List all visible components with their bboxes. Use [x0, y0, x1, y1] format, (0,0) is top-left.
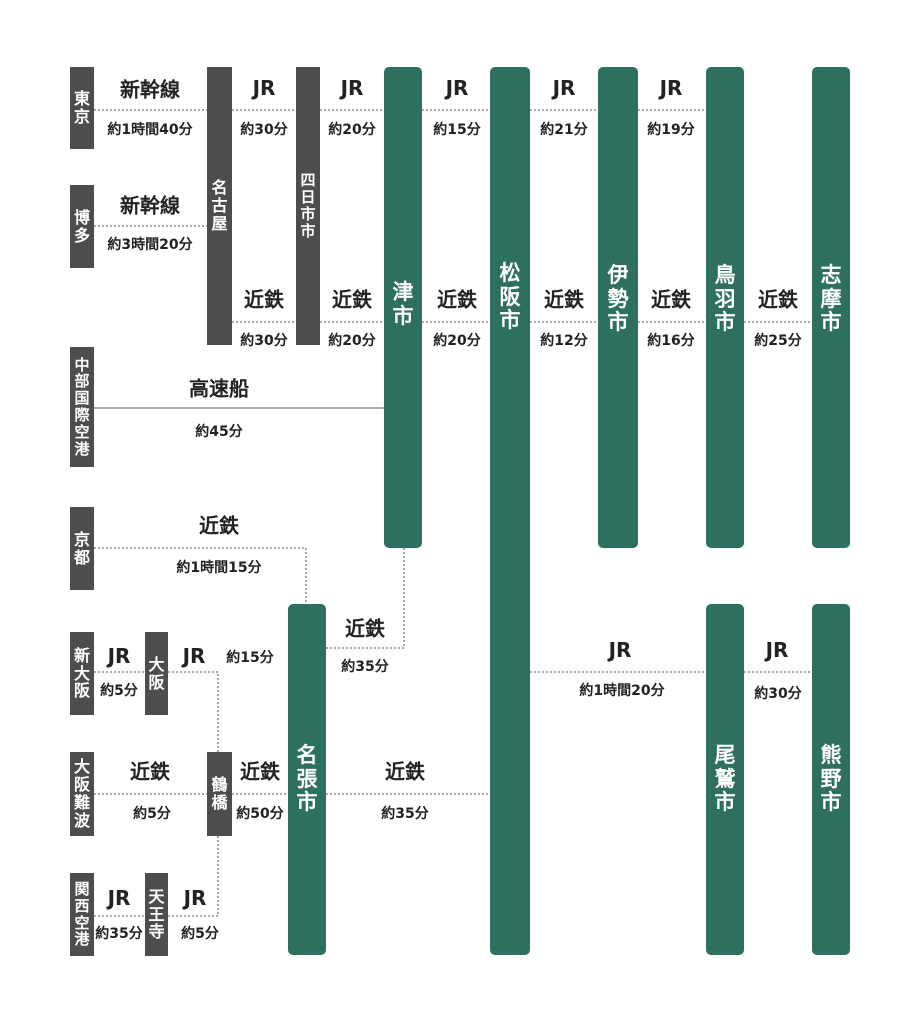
route-time-tsu-matsusaka-kintetsu: 約20分 [433, 333, 481, 349]
station-nagoya[interactable]: 名古屋名古屋 [207, 67, 232, 345]
route-mode-matsusaka-ise-jr: JR [552, 76, 576, 100]
city-owase[interactable]: 尾鷲市尾鷲市 [706, 604, 744, 955]
route-time-tennoji-tsuruhashi: 約5分 [181, 926, 219, 942]
station-hakata[interactable]: 博多博多 [70, 185, 94, 268]
route-mode-hakata-nagoya: 新幹線 [120, 193, 180, 218]
route-time-tsu-nabari: 約35分 [341, 659, 389, 675]
station-shin-osaka[interactable]: 新大阪新大阪 [70, 632, 94, 715]
city-kumano[interactable]: 熊野市熊野市 [812, 604, 850, 955]
route-time-ise-toba-kintetsu: 約16分 [647, 333, 695, 349]
route-mode-tsu-matsusaka-kintetsu: 近鉄 [437, 287, 477, 312]
route-time-osaka-tsuruhashi: 約15分 [226, 650, 274, 666]
route-time-matsusaka-ise-jr: 約21分 [540, 122, 588, 138]
route-mode-matsusaka-ise-kintetsu: 近鉄 [544, 287, 584, 312]
route-mode-nabari-matsusaka: 近鉄 [385, 759, 425, 784]
route-time-kyoto-nabari: 約1時間15分 [176, 560, 262, 576]
route-mode-namba-tsuruhashi: 近鉄 [130, 759, 170, 784]
route-time-yokkaichi-tsu-jr: 約20分 [328, 122, 376, 138]
route-time-shinosaka-osaka: 約5分 [100, 683, 138, 699]
route-mode-nagoya-yokkaichi-kintetsu: 近鉄 [244, 287, 284, 312]
route-mode-kix-tennoji: JR [107, 886, 131, 910]
station-tokyo[interactable]: 東京東京 [70, 67, 94, 149]
route-mode-owase-kumano: JR [765, 638, 789, 662]
route-mode-yokkaichi-tsu-jr: JR [340, 76, 364, 100]
route-mode-tsuruhashi-nabari: 近鉄 [240, 759, 280, 784]
station-chubu-airport[interactable]: 中部国際空港中部国際空港 [70, 347, 94, 467]
route-mode-shinosaka-osaka: JR [107, 644, 131, 668]
route-mode-chubu-tsu: 高速船 [189, 376, 249, 401]
route-line-tsu-nabari [326, 548, 405, 649]
route-mode-tokyo-nagoya: 新幹線 [120, 77, 180, 102]
station-tsuruhashi[interactable]: 鶴橋鶴橋 [207, 752, 232, 836]
route-mode-yokkaichi-tsu-kintetsu: 近鉄 [332, 287, 372, 312]
route-mode-ise-toba-kintetsu: 近鉄 [651, 287, 691, 312]
route-time-chubu-tsu: 約45分 [195, 424, 243, 440]
city-toba[interactable]: 鳥羽市鳥羽市 [706, 67, 744, 548]
route-time-nagoya-yokkaichi-jr: 約30分 [240, 122, 288, 138]
station-yokkaichi[interactable]: 四日市市四日市市 [296, 67, 320, 345]
route-time-matsusaka-ise-kintetsu: 約12分 [540, 333, 588, 349]
station-osaka-namba[interactable]: 大阪難波大阪難波 [70, 752, 94, 836]
station-tennoji[interactable]: 天王寺天王寺 [145, 873, 168, 956]
route-mode-tsu-matsusaka-jr: JR [445, 76, 469, 100]
route-time-namba-tsuruhashi: 約5分 [133, 806, 171, 822]
station-kyoto[interactable]: 京都京都 [70, 507, 94, 590]
route-mode-toba-shima-kintetsu: 近鉄 [758, 287, 798, 312]
route-mode-nagoya-yokkaichi-jr: JR [252, 76, 276, 100]
route-mode-tennoji-tsuruhashi: JR [183, 886, 207, 910]
city-ise[interactable]: 伊勢市伊勢市 [598, 67, 638, 548]
route-time-tsu-matsusaka-jr: 約15分 [433, 122, 481, 138]
city-nabari[interactable]: 名張市名張市 [288, 604, 326, 955]
route-mode-matsusaka-owase: JR [608, 638, 632, 662]
route-mode-tsu-nabari: 近鉄 [345, 616, 385, 641]
route-time-nagoya-yokkaichi-kintetsu: 約30分 [240, 333, 288, 349]
city-matsusaka[interactable]: 松阪市松阪市 [490, 67, 530, 955]
route-time-tsuruhashi-nabari: 約50分 [236, 806, 284, 822]
route-time-nabari-matsusaka: 約35分 [381, 806, 429, 822]
route-time-matsusaka-owase: 約1時間20分 [579, 683, 665, 699]
route-time-kix-tennoji: 約35分 [95, 926, 143, 942]
route-time-toba-shima-kintetsu: 約25分 [754, 333, 802, 349]
city-tsu[interactable]: 津市津市 [384, 67, 422, 548]
route-mode-osaka-tsuruhashi: JR [182, 644, 206, 668]
route-time-tokyo-nagoya: 約1時間40分 [107, 122, 193, 138]
station-kansai-airport[interactable]: 関西空港関西空港 [70, 873, 94, 956]
route-time-yokkaichi-tsu-kintetsu: 約20分 [328, 333, 376, 349]
route-time-ise-toba-jr: 約19分 [647, 122, 695, 138]
city-shima[interactable]: 志摩市志摩市 [812, 67, 850, 548]
route-time-hakata-nagoya: 約3時間20分 [107, 237, 193, 253]
route-line-tennoji-tsuruhashi [168, 836, 219, 917]
route-line-kyoto-nabari [94, 547, 307, 604]
route-time-owase-kumano: 約30分 [754, 686, 802, 702]
route-line-osaka-tsuruhashi [168, 671, 219, 752]
route-mode-ise-toba-jr: JR [659, 76, 683, 100]
route-mode-kyoto-nabari: 近鉄 [199, 513, 239, 538]
